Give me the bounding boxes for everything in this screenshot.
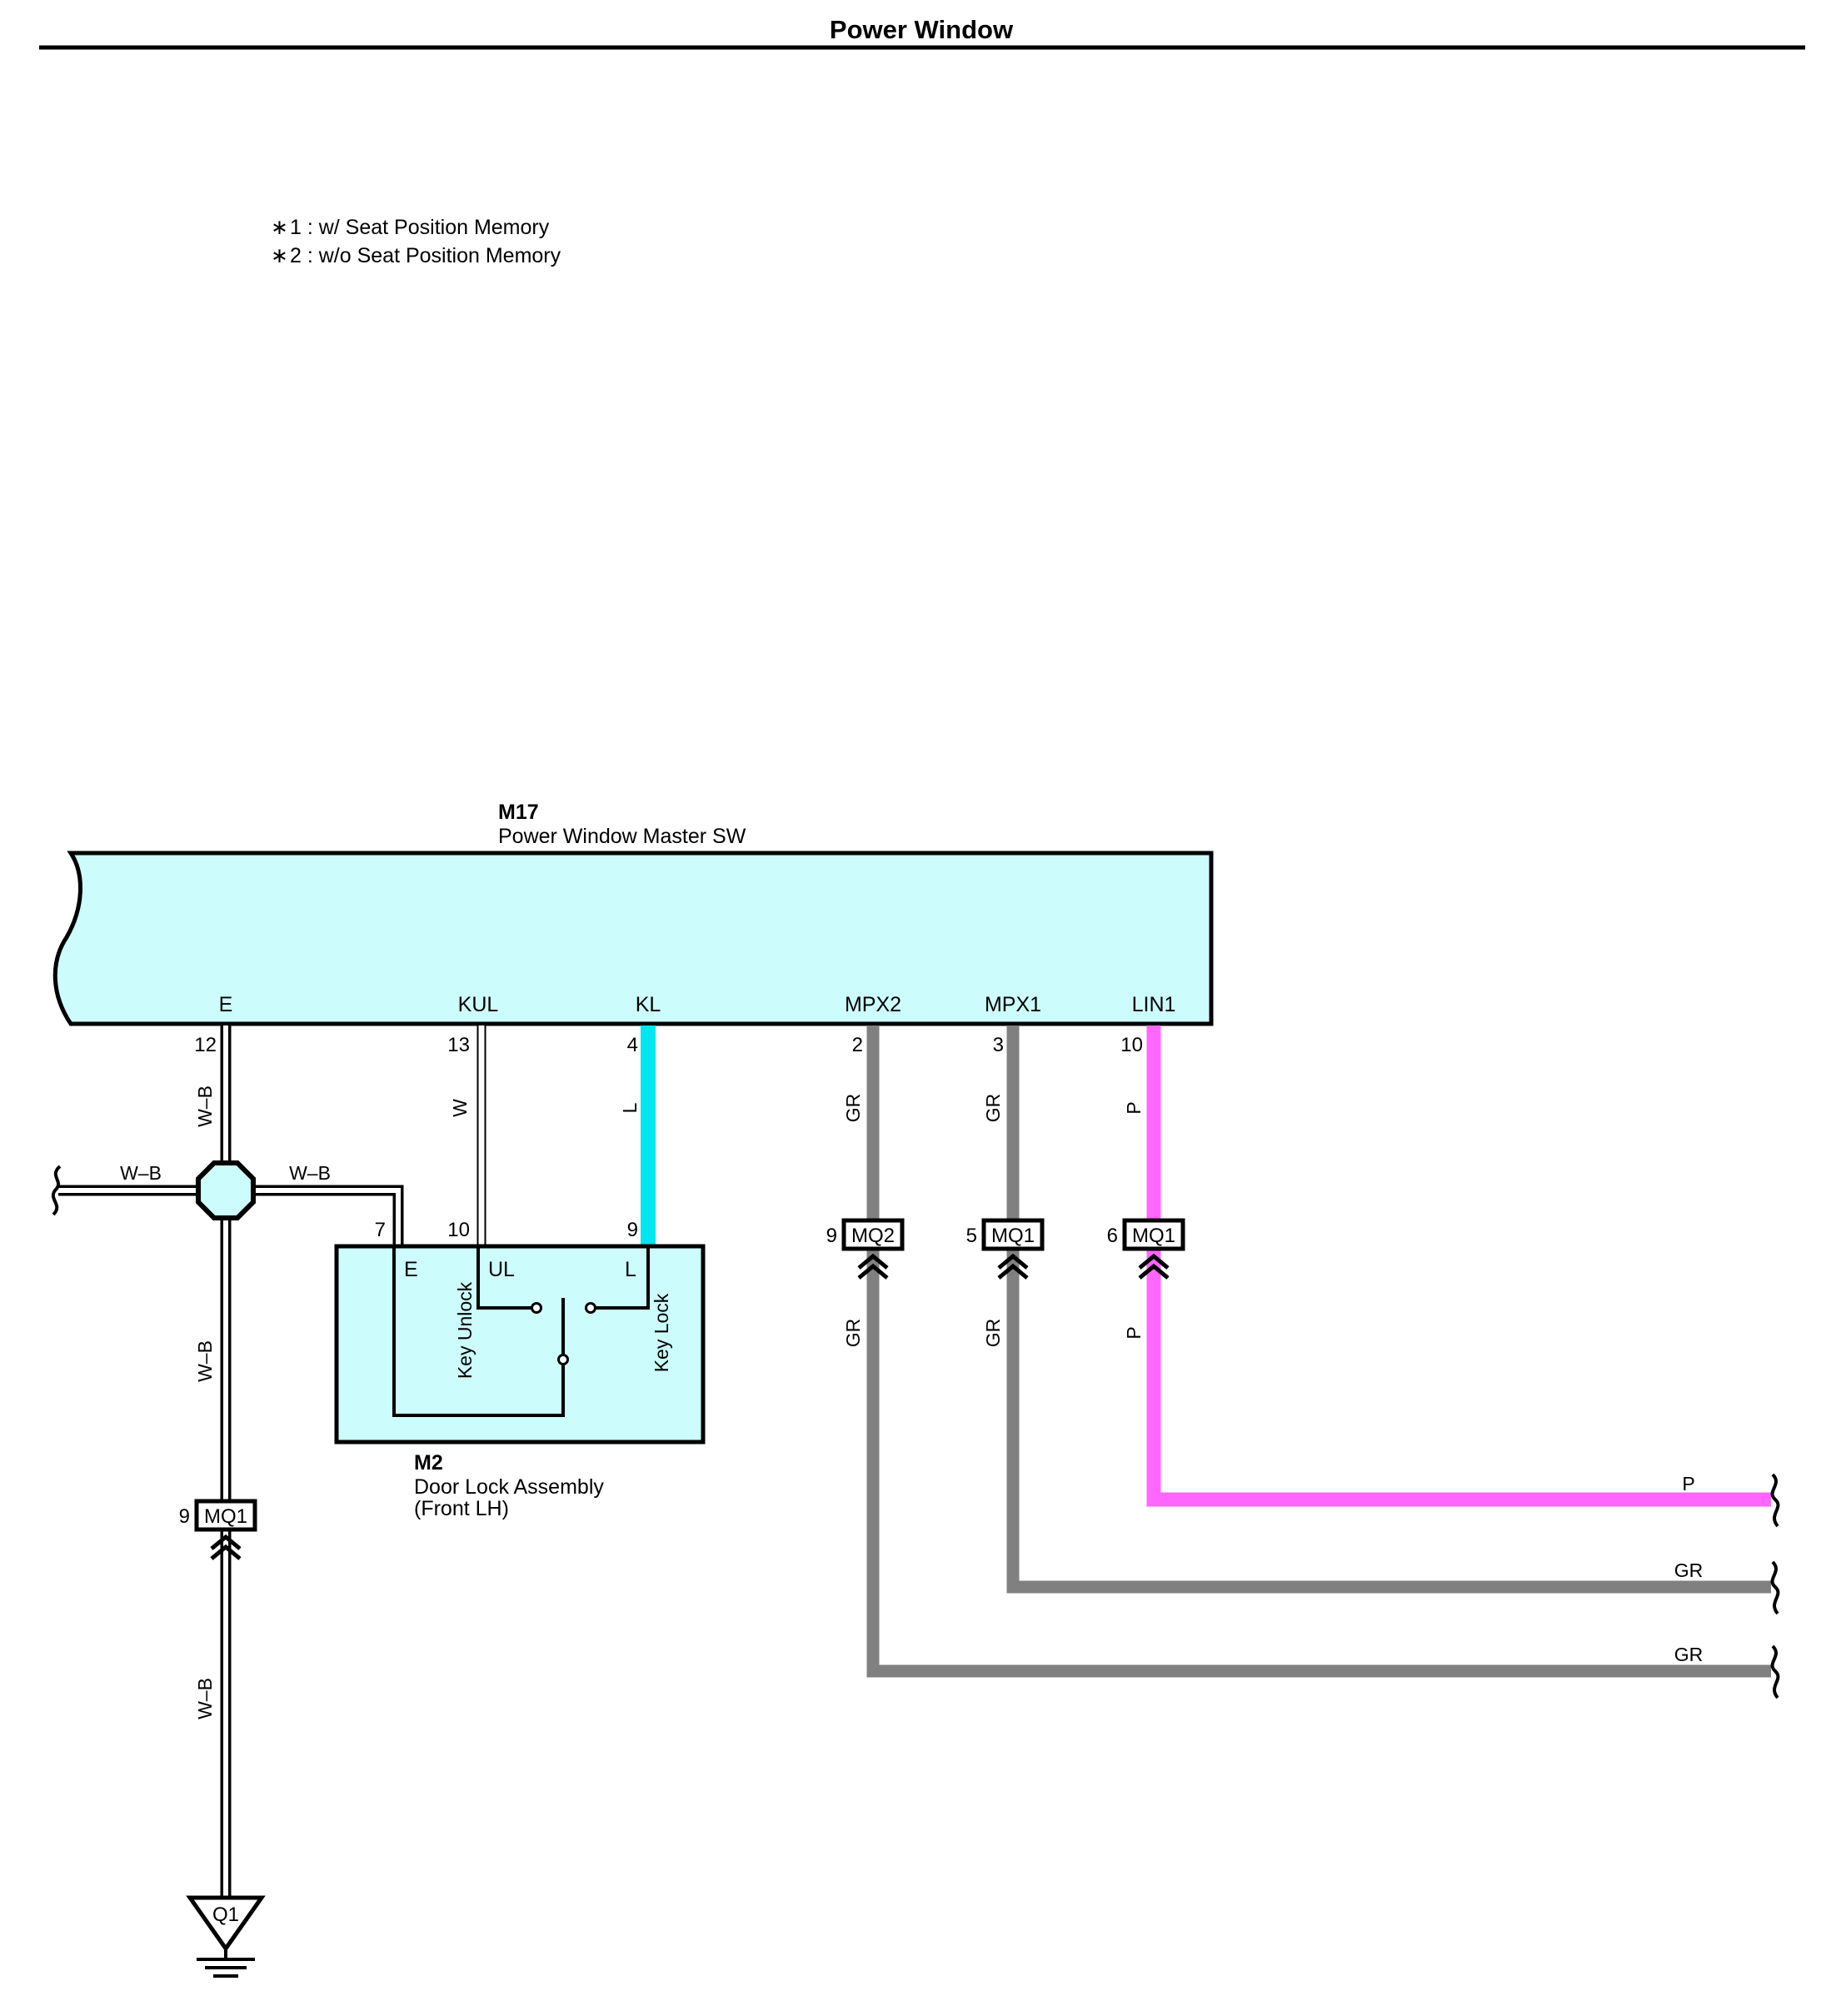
wire-label-out-gr1: GR: [1674, 1559, 1704, 1581]
wire-label-mq2-below: GR: [842, 1319, 864, 1348]
wire-label-kl: L: [619, 1102, 641, 1113]
wire-label-e: W–B: [194, 1085, 216, 1127]
m17-pin-kl: 4: [627, 1034, 638, 1056]
m2-contact-lock: [585, 1302, 596, 1314]
wire-break-gr1: [1770, 1560, 1780, 1615]
m17-box: [52, 851, 1214, 1026]
m17-pin-e: 12: [194, 1034, 217, 1056]
wire-break-left: [52, 1165, 62, 1216]
wire-label-out-p: P: [1682, 1473, 1694, 1495]
connector-mq1-lin1-pin: 6: [1107, 1225, 1118, 1247]
connector-mq1-mpx1-label: MQ1: [991, 1225, 1035, 1247]
connector-mq1-ground-label: MQ1: [204, 1505, 247, 1528]
wire-p-lin1: [1146, 1025, 1771, 1507]
m2-contact-unlock: [531, 1302, 542, 1314]
m17-term-e: E: [219, 993, 233, 1016]
ground-q1-label: Q1: [212, 1904, 239, 1926]
m2-term-e: E: [404, 1258, 418, 1281]
m17-term-mpx2: MPX2: [845, 993, 901, 1016]
connector-mq1-ground-pin: 9: [179, 1505, 190, 1528]
m2-term-ul: UL: [488, 1258, 515, 1281]
m2-term-l: L: [625, 1258, 636, 1281]
connector-mq1-mpx1: [981, 1218, 1045, 1251]
m2-pin-l: 9: [627, 1219, 638, 1241]
m2-id: M2: [414, 1451, 443, 1475]
note-1: 1 : w/ Seat Position Memory: [290, 216, 550, 239]
m17-id: M17: [498, 801, 539, 824]
connector-mq2: [841, 1218, 905, 1251]
wire-label-mpx1: GR: [982, 1094, 1004, 1123]
splice-junction: [196, 1160, 256, 1220]
m2-pin-ul: 10: [447, 1219, 470, 1241]
m2-internal-e: [392, 1246, 565, 1417]
m17-pin-mpx2: 2: [852, 1034, 863, 1056]
m17-term-kul: KUL: [458, 993, 499, 1016]
m17-pin-lin1: 10: [1120, 1034, 1143, 1056]
note-2: 2 : w/o Seat Position Memory: [290, 244, 561, 267]
wire-label-mq1a-below: GR: [982, 1319, 1004, 1348]
connector-mq1-lin1-label: MQ1: [1132, 1225, 1175, 1247]
m2-box: [334, 1244, 706, 1445]
connector-mq1-mpx1-pin: 5: [966, 1225, 977, 1247]
m2-key-lock-label: Key Lock: [651, 1293, 672, 1372]
note-mark-2: ∗: [271, 244, 288, 267]
wb-wire-group: [58, 1025, 404, 1905]
wire-label-junction-left: W–B: [120, 1162, 162, 1184]
connector-mq1-ground: [194, 1499, 257, 1532]
wire-label-junction-down: W–B: [194, 1340, 216, 1382]
wire-label-out-gr2: GR: [1674, 1644, 1704, 1665]
m2-name: Door Lock Assembly: [414, 1475, 604, 1499]
connector-mq1-lin1: [1122, 1218, 1185, 1251]
page-title: Power Window: [830, 15, 1014, 44]
m2-key-unlock-label: Key Unlock: [454, 1281, 476, 1379]
m17-pin-kul: 13: [447, 1034, 470, 1056]
wire-break-p: [1770, 1473, 1780, 1528]
m2-pin-e: 7: [375, 1219, 386, 1241]
m2-switch-pivot: [557, 1354, 569, 1365]
connector-mq2-label: MQ2: [851, 1225, 895, 1247]
m17-term-mpx1: MPX1: [985, 993, 1041, 1016]
wire-label-ground: W–B: [194, 1678, 216, 1719]
m17-pin-mpx1: 3: [993, 1034, 1004, 1056]
note-mark-1: ∗: [271, 216, 288, 239]
ground-point-q1: [186, 1895, 266, 1953]
connector-mq2-pin: 9: [826, 1225, 837, 1247]
wire-break-gr2: [1770, 1644, 1780, 1699]
wire-gr-mpx1: [1006, 1025, 1771, 1594]
wire-label-mq1b-below: P: [1123, 1326, 1145, 1339]
wire-label-lin1: P: [1123, 1101, 1145, 1114]
m17-term-kl: KL: [636, 993, 661, 1016]
m17-name: Power Window Master SW: [498, 825, 746, 848]
m17-term-lin1: LIN1: [1132, 993, 1176, 1016]
m2-internal-l: [594, 1246, 650, 1310]
m2-internal-ul: [476, 1246, 533, 1310]
wire-label-kul: W: [449, 1099, 471, 1117]
wire-label-mpx2: GR: [842, 1094, 864, 1123]
m2-subname: (Front LH): [414, 1497, 509, 1520]
wire-label-junction-right: W–B: [289, 1162, 331, 1184]
